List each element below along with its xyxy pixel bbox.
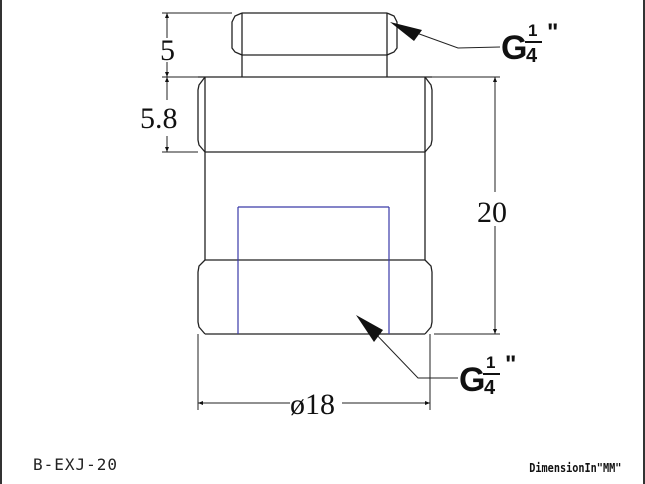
bottom-leader-line <box>371 329 458 379</box>
bottom-thread-callout: G 1 4 " <box>459 351 516 399</box>
dim-hex-height: 5.8 <box>140 102 178 135</box>
svg-text:1: 1 <box>528 21 537 40</box>
upper-hex-outline <box>197 76 433 260</box>
part-number-label: B-EXJ-20 <box>33 455 119 474</box>
svg-text:G: G <box>501 29 527 67</box>
lower-hex-outline <box>197 259 433 335</box>
dim-diameter: ø18 <box>290 388 335 421</box>
inner-bore <box>237 206 390 334</box>
dim-body-height: 20 <box>477 196 507 229</box>
svg-text:4: 4 <box>526 45 538 67</box>
svg-text:4: 4 <box>484 377 496 399</box>
right-dimension <box>432 76 500 335</box>
arrowheads <box>165 13 497 405</box>
dim-top-thread-height: 5 <box>160 34 175 67</box>
svg-text:": " <box>547 19 558 46</box>
bottom-leader-arrow-icon <box>356 315 383 342</box>
top-thread-outline <box>231 12 398 77</box>
svg-text:1: 1 <box>486 353 495 372</box>
bottom-dimension <box>197 334 431 410</box>
top-leader-arrow-icon <box>390 22 422 41</box>
top-leader-line <box>399 26 501 49</box>
svg-text:G: G <box>459 361 485 399</box>
units-note: DimensionIn"MM" <box>528 461 621 475</box>
top-thread-callout: G 1 4 " <box>501 19 558 67</box>
svg-text:": " <box>505 351 516 378</box>
